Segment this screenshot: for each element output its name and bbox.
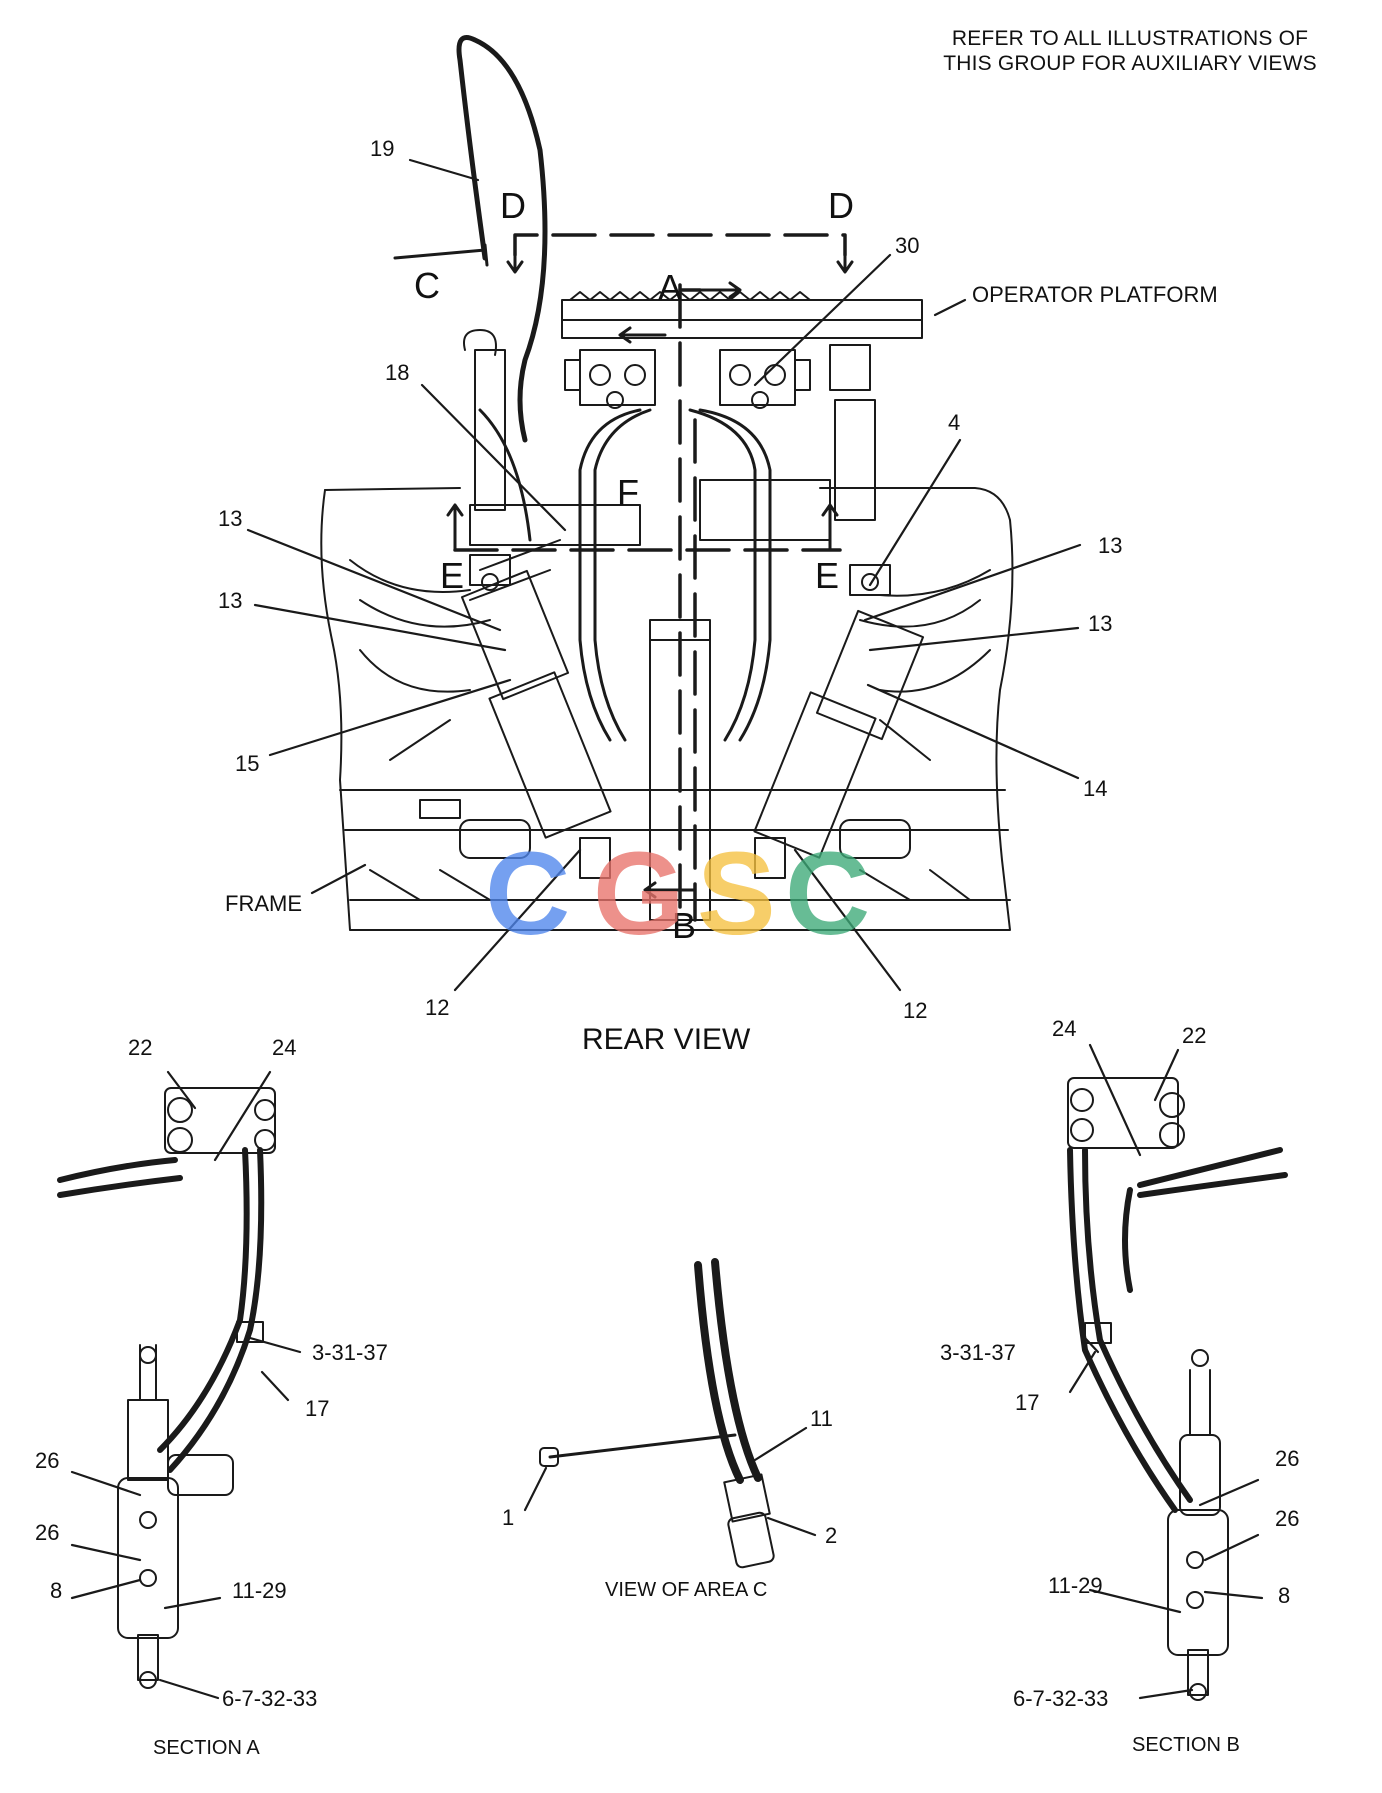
section-b-callout-26-upper: 26: [1275, 1446, 1300, 1471]
section-a-callout-17: 17: [305, 1396, 330, 1421]
section-letter-d-right: D: [828, 185, 854, 226]
reference-note: REFER TO ALL ILLUSTRATIONS OF THIS GROUP…: [930, 26, 1330, 76]
view-c-callout-11: 11: [810, 1406, 833, 1431]
valve-block-right: [719, 349, 811, 409]
callout-13-right-upper: 13: [1098, 533, 1123, 558]
section-letter-f: F: [617, 472, 639, 513]
leader-lines-view-c: [523, 1426, 817, 1537]
section-letter-b: B: [672, 905, 697, 946]
section-a-caption: SECTION A: [153, 1737, 260, 1759]
valve-block-left: [564, 349, 656, 409]
callout-4: 4: [948, 410, 961, 435]
section-a-callout-24: 24: [272, 1035, 297, 1060]
section-b-callout-22: 22: [1182, 1023, 1207, 1048]
section-letter-a: A: [658, 267, 683, 308]
section-a-callout-8: 8: [50, 1578, 63, 1603]
callout-19: 19: [370, 136, 395, 161]
callout-13-left-upper: 13: [218, 506, 243, 531]
callout-12-left: 12: [425, 995, 450, 1020]
section-letter-c: C: [414, 265, 440, 306]
callout-13-left-lower: 13: [218, 588, 243, 613]
section-a-callout-6-7-32-33: 6-7-32-33: [222, 1686, 318, 1711]
leader-lines-rear: [246, 158, 1082, 992]
section-arrows: [446, 233, 854, 899]
section-b-callout-26-lower: 26: [1275, 1506, 1300, 1531]
section-b-callout-17: 17: [1015, 1390, 1040, 1415]
section-b-callout-11-29: 11-29: [1048, 1573, 1103, 1598]
section-b-callout-24: 24: [1052, 1016, 1077, 1041]
section-a-callout-3-31-37: 3-31-37: [312, 1340, 388, 1365]
callout-15: 15: [235, 751, 260, 776]
leader-lines-section-a: [70, 1070, 302, 1700]
operator-platform-label: OPERATOR PLATFORM: [972, 282, 1218, 307]
watermark-letter-4: C: [785, 828, 870, 960]
section-b-callout-3-31-37: 3-31-37: [940, 1340, 1016, 1365]
view-c-callout-1: 1: [502, 1505, 515, 1530]
callout-12-right: 12: [903, 998, 928, 1023]
section-b-callout-8: 8: [1278, 1583, 1291, 1608]
section-a-callout-26-upper: 26: [35, 1448, 60, 1473]
watermark-logo: C G S C: [485, 835, 905, 965]
section-a-callout-11-29: 11-29: [232, 1578, 287, 1603]
operator-platform: [463, 291, 923, 521]
rear-view-title: REAR VIEW: [582, 1023, 751, 1056]
section-letter-e-right: E: [815, 555, 840, 596]
view-c-caption: VIEW OF AREA C: [605, 1579, 768, 1601]
section-b-drawing: [1067, 1077, 1288, 1701]
section-b-callout-6-7-32-33: 6-7-32-33: [1013, 1686, 1109, 1711]
section-a-callout-22: 22: [128, 1035, 153, 1060]
watermark-letter-2: G: [593, 828, 685, 960]
leader-lines-section-b: [1068, 1043, 1264, 1700]
hose-19: [456, 35, 548, 443]
callout-18: 18: [385, 360, 410, 385]
watermark-letter-3: S: [697, 828, 776, 960]
view-c-callout-2: 2: [825, 1523, 838, 1548]
reference-note-line2: THIS GROUP FOR AUXILIARY VIEWS: [943, 52, 1317, 75]
frame-label: FRAME: [225, 891, 302, 916]
section-b-caption: SECTION B: [1132, 1734, 1240, 1756]
callout-14: 14: [1083, 776, 1108, 801]
section-a-callout-26-lower: 26: [35, 1520, 60, 1545]
hose-19-fitting: [393, 243, 489, 267]
cylinder-right: [753, 564, 925, 879]
callout-13-right-lower: 13: [1088, 611, 1113, 636]
section-letter-e-left: E: [440, 555, 465, 596]
watermark-letter-1: C: [485, 828, 570, 960]
view-c-drawing: [539, 1258, 775, 1569]
reference-note-line1: REFER TO ALL ILLUSTRATIONS OF: [951, 27, 1309, 50]
cylinder-left: [460, 539, 612, 879]
callout-30: 30: [895, 233, 920, 258]
section-letter-d-left: D: [500, 185, 526, 226]
hose-lines-rear: [478, 408, 772, 742]
